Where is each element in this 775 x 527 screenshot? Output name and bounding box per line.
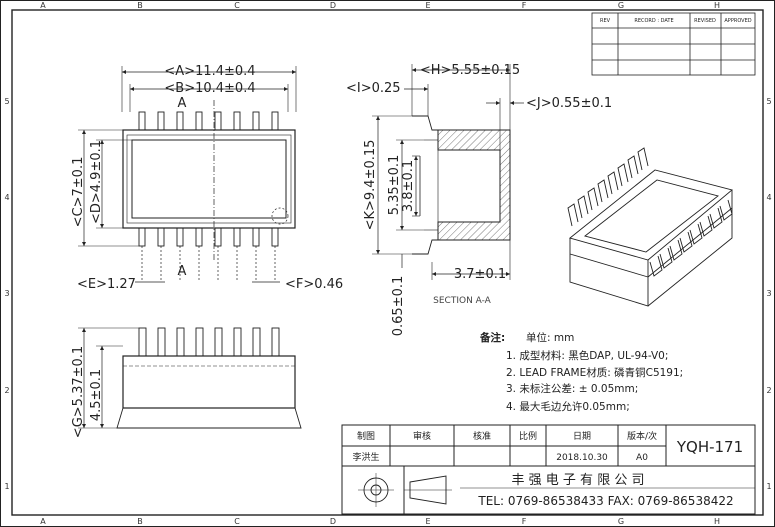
tb-header-date: 日期 <box>573 431 591 442</box>
tb-header-scale: 比例 <box>519 430 537 442</box>
tb-header-version: 版本/次 <box>627 430 657 442</box>
zone-col: F <box>522 1 527 10</box>
zone-row: 2 <box>4 386 9 395</box>
note-item: 4. 最大毛边允许0.05mm; <box>506 400 630 413</box>
dim-38-label: 3.8±0.1 <box>401 160 416 212</box>
section-marker-bottom: A <box>178 264 187 279</box>
dim-k-label: <K>9.4±0.15 <box>363 140 378 231</box>
zone-col: B <box>137 1 143 10</box>
dim-i-label: <I>0.25 <box>346 81 401 96</box>
dim-g2-label: 4.5±0.1 <box>89 369 104 421</box>
zone-col: D <box>330 517 336 526</box>
iso-pins-front <box>649 199 733 277</box>
top-view <box>78 66 297 283</box>
zone-row: 5 <box>766 97 771 106</box>
revised-header: REVISED <box>694 18 716 24</box>
zone-numbers-right: 5 4 3 2 1 <box>766 97 771 491</box>
zone-col: C <box>234 1 240 10</box>
dim-e-label: <E>1.27 <box>77 277 136 292</box>
note-item: 1. 成型材料: 黑色DAP, UL-94-V0; <box>506 349 668 362</box>
zone-letters-bottom: A B C D E F G H <box>40 517 720 526</box>
zone-col: D <box>330 1 336 10</box>
isometric-view <box>567 147 733 307</box>
section-label: SECTION A-A <box>433 296 492 306</box>
zone-letters-top: A B C D E F G H <box>40 1 720 10</box>
zone-row: 1 <box>4 482 9 491</box>
dim-c-label: <C>7±0.1 <box>71 157 86 228</box>
zone-col: G <box>618 517 624 526</box>
projection-symbol-icon <box>358 473 452 507</box>
rev-header: REV <box>600 18 611 24</box>
notes-block: 备注: 单位: mm 1. 成型材料: 黑色DAP, UL-94-V0; 2. … <box>479 331 683 413</box>
tb-company: 丰 强 电 子 有 限 公 司 <box>512 473 645 488</box>
zone-numbers-left: 5 4 3 2 1 <box>4 97 9 491</box>
zone-row: 4 <box>766 193 771 202</box>
top-body-inner <box>131 139 287 219</box>
side-view <box>78 327 302 429</box>
pin1-marker <box>271 207 289 225</box>
zone-col: H <box>714 1 720 10</box>
tb-part-number: YQH-171 <box>676 438 743 456</box>
zone-col: F <box>522 517 527 526</box>
dim-f-label: <F>0.46 <box>285 277 343 292</box>
zone-col: A <box>40 517 46 526</box>
dim-j-label: <J>0.55±0.1 <box>526 96 612 111</box>
dim-065-label: 0.65±0.1 <box>391 276 406 337</box>
zone-col: E <box>425 1 430 10</box>
section-marker-top: A <box>178 96 187 111</box>
tb-version: A0 <box>636 453 648 463</box>
zone-col: H <box>714 517 720 526</box>
dim-h-label: <H>5.55±0.15 <box>420 63 520 78</box>
dim-g-label: <G>5.37±0.1 <box>71 346 86 438</box>
zone-row: 3 <box>766 289 771 298</box>
note-item: 3. 未标注公差: ± 0.05mm; <box>506 382 638 395</box>
top-pins-lower <box>138 227 279 247</box>
zone-col: G <box>618 1 624 10</box>
note-item: 2. LEAD FRAME材质: 磷青铜C5191; <box>506 366 683 379</box>
dim-37-label: 3.7±0.1 <box>454 267 506 282</box>
zone-col: A <box>40 1 46 10</box>
tb-header-approved: 核准 <box>473 430 491 442</box>
title-block: 制图 审核 核准 比例 日期 版本/次 李洪生 2018.10.30 A0 YQ… <box>341 424 756 515</box>
dim-a-label: <A>11.4±0.4 <box>164 64 255 79</box>
zone-col: E <box>425 517 430 526</box>
record-date-header: RECORD : DATE <box>634 18 673 24</box>
tb-header-checked: 审核 <box>413 430 431 442</box>
zone-col: B <box>137 517 143 526</box>
zone-row: 2 <box>766 386 771 395</box>
dim-535-label: 5.35±0.1 <box>387 155 402 216</box>
dim-d-label: <D>4.9±0.1 <box>89 140 104 224</box>
notes-unit: 单位: mm <box>526 331 574 344</box>
side-body <box>122 355 296 409</box>
zone-col: C <box>234 517 240 526</box>
dim-b-label: <B>10.4±0.4 <box>164 81 255 96</box>
iso-pins-back <box>567 147 649 227</box>
tb-header-drawn: 制图 <box>357 430 375 442</box>
section-view <box>372 64 524 280</box>
zone-row: 1 <box>766 482 771 491</box>
zone-row: 4 <box>4 193 9 202</box>
tb-drafter: 李洪生 <box>352 451 379 463</box>
top-pins-upper <box>138 111 279 131</box>
tb-contact: TEL: 0769-86538433 FAX: 0769-86538422 <box>477 494 733 508</box>
hatched-housing <box>437 129 511 241</box>
zone-row: 5 <box>4 97 9 106</box>
approved-header: APPROVED <box>724 18 751 24</box>
revision-table: REV RECORD : DATE REVISED APPROVED <box>591 12 756 76</box>
notes-title: 备注: <box>479 331 505 344</box>
zone-row: 3 <box>4 289 9 298</box>
top-body-outer <box>122 129 296 229</box>
tb-date: 2018.10.30 <box>556 453 608 463</box>
